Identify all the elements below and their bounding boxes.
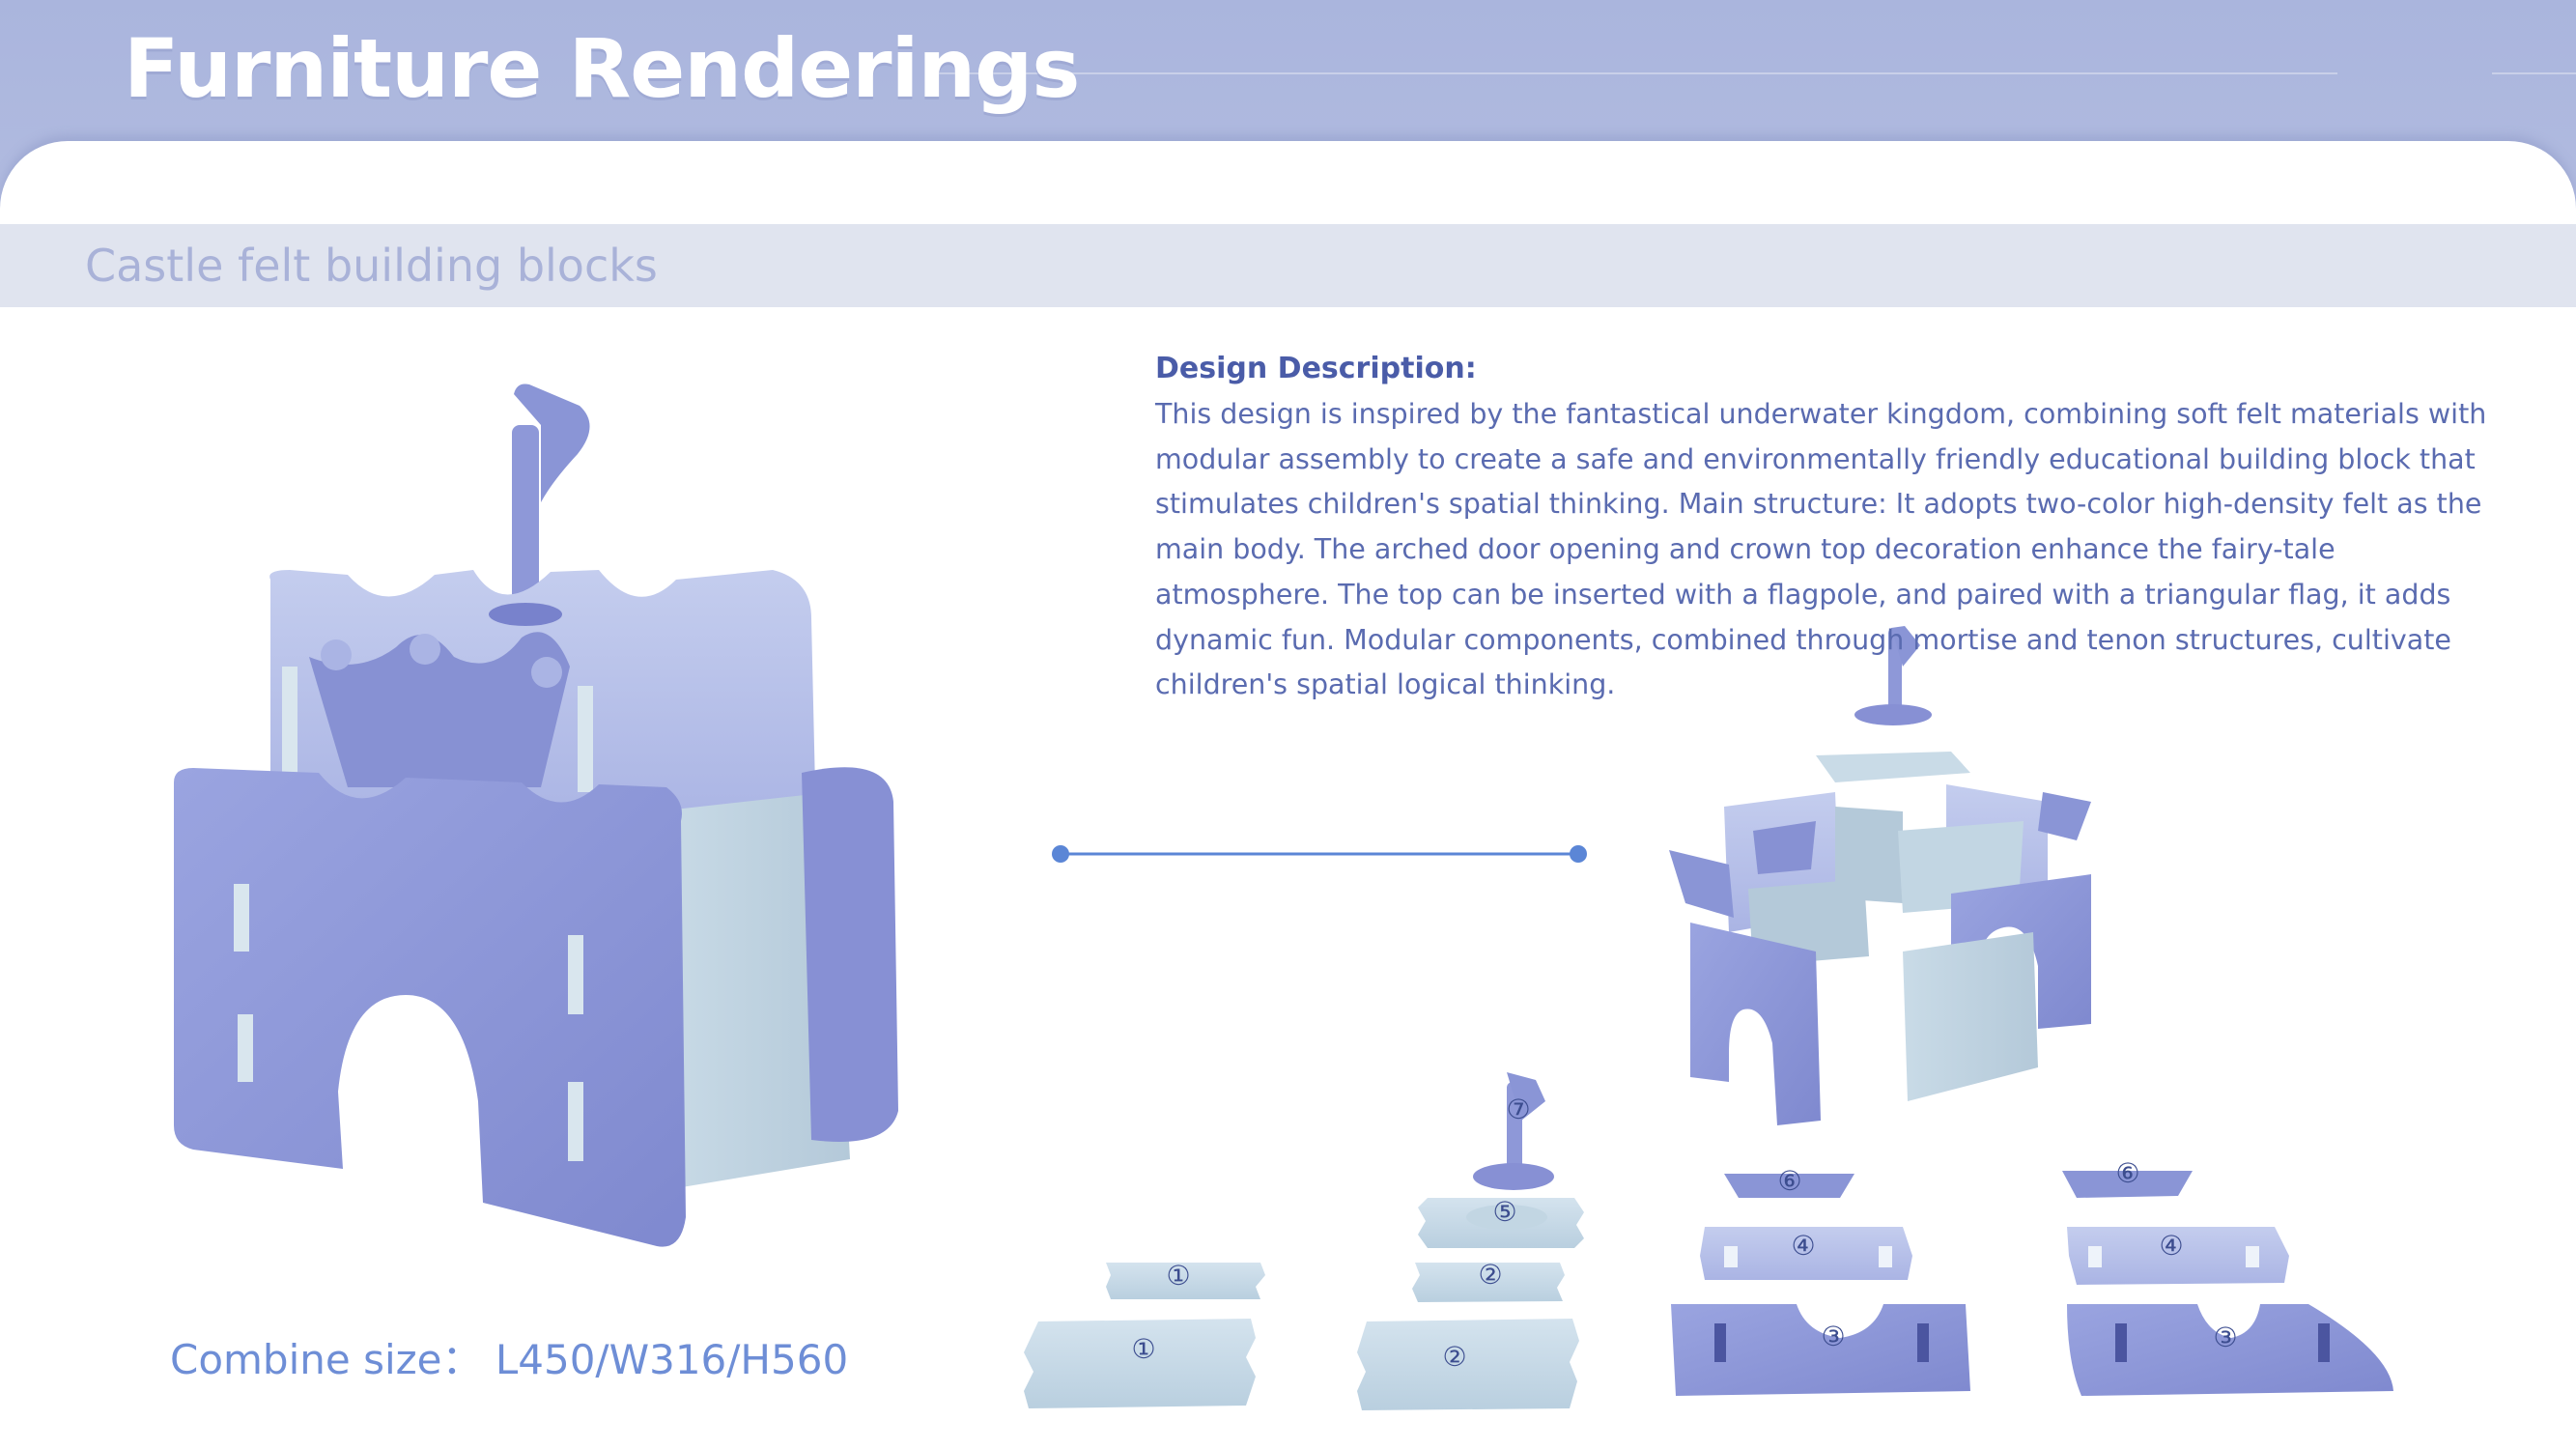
part-label-6b: ⑥ xyxy=(2115,1157,2139,1189)
design-description-heading: Design Description: xyxy=(1155,352,1477,385)
part-label-2b: ② xyxy=(1442,1341,1466,1373)
connector-line xyxy=(1052,845,1587,863)
section-subtitle: Castle felt building blocks xyxy=(85,240,658,292)
part-label-3a: ③ xyxy=(1821,1321,1845,1352)
part-label-4a: ④ xyxy=(1791,1230,1815,1262)
part-number-labels: ① ① ⑦ ⑤ ② ② ⑥ ④ ③ ⑥ ④ ③ xyxy=(1131,1094,2237,1373)
part-label-6a: ⑥ xyxy=(1777,1165,1801,1197)
page-title: Furniture Renderings xyxy=(124,21,1080,116)
subtitle-band xyxy=(0,224,2576,307)
header-divider-line-right xyxy=(2492,72,2576,74)
part-label-1a: ① xyxy=(1166,1260,1190,1292)
part-label-2a: ② xyxy=(1478,1259,1502,1291)
component-group-1 xyxy=(1024,1263,1265,1408)
assembled-castle-render xyxy=(174,384,898,1247)
part-label-7: ⑦ xyxy=(1506,1094,1530,1125)
part-label-5: ⑤ xyxy=(1492,1196,1516,1228)
header-divider-line xyxy=(927,72,2337,74)
part-label-3b: ③ xyxy=(2213,1321,2237,1353)
component-group-2 xyxy=(1357,1072,1584,1410)
combine-size-label: Combine size： L450/W316/H560 xyxy=(170,1336,849,1383)
design-description-body: This design is inspired by the fantastic… xyxy=(1155,398,2487,701)
part-label-4b: ④ xyxy=(2159,1230,2183,1262)
exploded-castle-render xyxy=(1669,626,2091,1125)
part-label-1b: ① xyxy=(1131,1333,1155,1365)
component-group-3 xyxy=(1671,1174,1970,1396)
component-group-4 xyxy=(2062,1171,2393,1396)
